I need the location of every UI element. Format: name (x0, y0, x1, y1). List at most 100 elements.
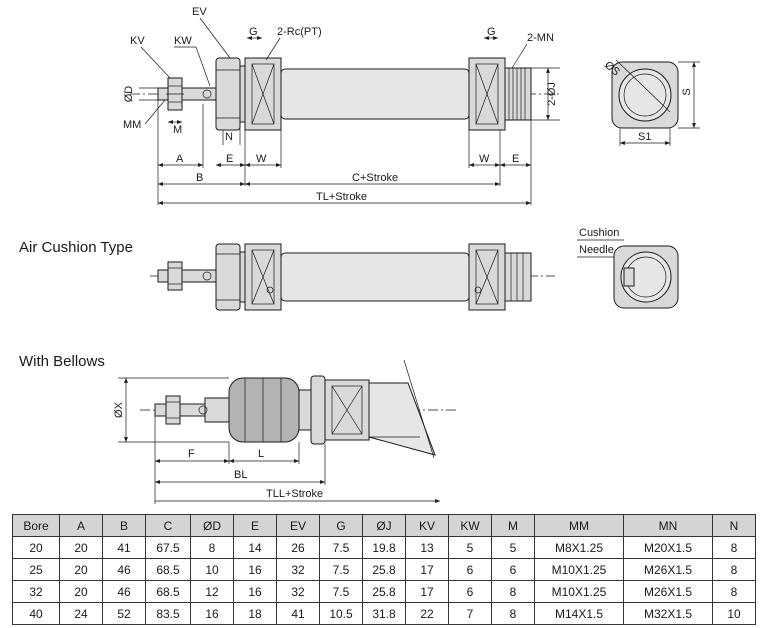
header-oj: ØJ (362, 514, 406, 537)
table-cell: 46 (102, 558, 146, 581)
label-a: A (176, 153, 184, 165)
section-air-cushion: Air Cushion Type (19, 239, 133, 256)
table-cell: 52 (102, 602, 146, 625)
table-cell: 12 (190, 580, 234, 603)
label-od: ØD (123, 86, 135, 103)
table-cell: 20 (12, 536, 60, 559)
table-cell: 6 (491, 558, 535, 581)
label-g-left: G (249, 26, 258, 38)
table-cell: M14X1.5 (534, 602, 624, 625)
table-cell: 5 (491, 536, 535, 559)
header-n: N (712, 514, 756, 537)
table-cell: M26X1.5 (623, 580, 713, 603)
table-cell: 41 (276, 602, 320, 625)
table-row: 32 20 46 68.5 12 16 32 7.5 25.8 17 6 8 M… (12, 580, 756, 603)
table-cell: 8 (712, 580, 756, 603)
label-bl: BL (234, 469, 247, 481)
table-cell: 10 (190, 558, 234, 581)
header-od: ØD (190, 514, 234, 537)
table-cell: 13 (405, 536, 449, 559)
table-cell: 16 (190, 602, 234, 625)
table-cell: M26X1.5 (623, 558, 713, 581)
table-cell: 67.5 (145, 536, 191, 559)
label-ev: EV (192, 6, 207, 18)
label-needle: Needle (579, 244, 614, 256)
section-with-bellows: With Bellows (19, 353, 105, 370)
table-cell: 40 (12, 602, 60, 625)
table-cell: 19.8 (362, 536, 406, 559)
table-cell: 14 (233, 536, 277, 559)
label-e-right: E (512, 153, 519, 165)
label-s: S (681, 88, 693, 95)
table-cell: 6 (448, 580, 492, 603)
table-cell: 6 (448, 558, 492, 581)
table-cell: 7.5 (319, 536, 363, 559)
table-cell: M8X1.25 (534, 536, 624, 559)
table-cell: 8 (491, 602, 535, 625)
table-cell: M20X1.5 (623, 536, 713, 559)
table-cell: 16 (233, 558, 277, 581)
header-a: A (59, 514, 103, 537)
table-cell: 24 (59, 602, 103, 625)
label-cushion: Cushion (579, 227, 619, 239)
table-cell: 18 (233, 602, 277, 625)
bellows-cylinder-view: ØX F L BL TLL+Stroke (113, 359, 458, 504)
table-cell: 32 (12, 580, 60, 603)
label-b: B (196, 172, 203, 184)
table-cell: M32X1.5 (623, 602, 713, 625)
label-kv: KV (130, 35, 145, 47)
table-cell: 25.8 (362, 558, 406, 581)
header-mn: MN (623, 514, 713, 537)
table-cell: 20 (59, 580, 103, 603)
label-ox: ØX (113, 401, 125, 418)
label-w-right: W (479, 153, 490, 165)
table-cell: 7 (448, 602, 492, 625)
label-tll-stroke: TLL+Stroke (266, 488, 323, 500)
label-mm: MM (123, 119, 141, 131)
header-kv: KV (405, 514, 449, 537)
table-cell: 16 (233, 580, 277, 603)
table-cell: 25 (12, 558, 60, 581)
label-n: N (225, 131, 233, 143)
table-cell: M10X1.25 (534, 558, 624, 581)
label-f: F (188, 448, 195, 460)
header-mm: MM (534, 514, 624, 537)
table-row: 20 20 41 67.5 8 14 26 7.5 19.8 13 5 5 M8… (12, 536, 756, 559)
label-c-stroke: C+Stroke (352, 172, 398, 184)
header-bore: Bore (12, 514, 60, 537)
table-cell: 68.5 (145, 580, 191, 603)
label-mn: 2-MN (527, 32, 554, 44)
header-b: B (102, 514, 146, 537)
table-header-row: Bore A B C ØD E EV G ØJ KV KW M MM MN N (12, 514, 756, 537)
table-cell: 5 (448, 536, 492, 559)
header-kw: KW (448, 514, 492, 537)
table-row: 40 24 52 83.5 16 18 41 10.5 31.8 22 7 8 … (12, 602, 756, 625)
table-cell: 17 (405, 558, 449, 581)
table-cell: 10 (712, 602, 756, 625)
label-s1: S1 (638, 131, 651, 143)
end-view: ØS S S1 (602, 59, 700, 146)
header-m: M (491, 514, 535, 537)
table-cell: 8 (712, 558, 756, 581)
table-cell: 20 (59, 536, 103, 559)
label-g-right: G (487, 26, 496, 38)
table-cell: M10X1.25 (534, 580, 624, 603)
table-cell: 8 (491, 580, 535, 603)
label-tl-stroke: TL+Stroke (316, 191, 367, 203)
table-cell: 46 (102, 580, 146, 603)
header-c: C (145, 514, 191, 537)
label-rc: 2-Rc(PT) (277, 26, 322, 38)
table-cell: 7.5 (319, 558, 363, 581)
table-cell: 25.8 (362, 580, 406, 603)
cushion-needle-end-view: Cushion Needle (577, 227, 679, 309)
air-cushion-cylinder-view (150, 243, 555, 311)
label-kw: KW (174, 35, 192, 47)
table-row: 25 20 46 68.5 10 16 32 7.5 25.8 17 6 6 M… (12, 558, 756, 581)
table-cell: 32 (276, 580, 320, 603)
header-g: G (319, 514, 363, 537)
header-ev: EV (276, 514, 320, 537)
label-l: L (258, 448, 264, 460)
table-cell: 22 (405, 602, 449, 625)
table-cell: 8 (190, 536, 234, 559)
